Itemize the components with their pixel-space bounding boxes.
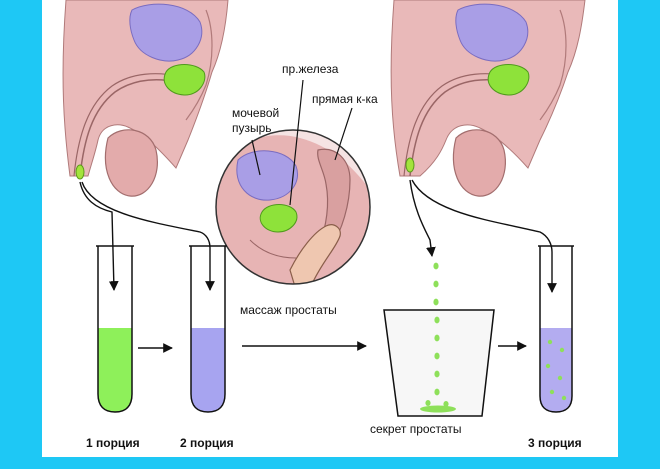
inset-bladder — [236, 150, 298, 201]
right-urethra-opening — [405, 157, 415, 173]
label-massage: массаж простаты — [240, 303, 337, 317]
label-portion-1: 1 порция — [86, 436, 140, 450]
label-portion-2: 2 порция — [180, 436, 234, 450]
collection-cup — [383, 309, 495, 417]
cup-body — [383, 309, 495, 417]
left-urethra-opening — [75, 164, 85, 180]
label-prostate-gland: пр.железа — [282, 62, 339, 76]
right-testis — [452, 129, 506, 197]
pointer-lines — [251, 79, 353, 206]
right-anatomy — [390, 0, 586, 197]
arrow-to-tube-2 — [81, 181, 215, 291]
label-rectum: прямая к-ка — [312, 92, 378, 106]
left-bladder — [129, 3, 203, 62]
label-secretion: секрет простаты — [370, 422, 462, 436]
right-bladder — [455, 3, 529, 62]
tube-2-outline — [190, 246, 226, 413]
right-prostate — [487, 64, 530, 96]
tube-3-outline — [539, 246, 573, 413]
inset-finger — [289, 224, 341, 284]
arrow-to-cup — [409, 179, 436, 257]
tube-3-drops — [545, 339, 567, 401]
massage-inset — [215, 129, 371, 285]
tube-1-outline — [97, 246, 133, 413]
secretion-drops — [425, 262, 449, 407]
tube-3-fluid — [540, 328, 572, 412]
arrow-to-tube-3 — [411, 179, 557, 293]
cup-sediment — [420, 405, 456, 413]
label-bladder-line1: мочевой — [232, 106, 280, 120]
arrow-to-tube-1 — [79, 181, 119, 291]
test-tube-3 — [538, 245, 574, 413]
test-tube-1 — [96, 245, 134, 413]
tube-1-fluid — [98, 328, 132, 412]
left-testis — [104, 129, 158, 197]
left-prostate — [163, 64, 206, 96]
tube-2-fluid — [191, 328, 225, 412]
test-tube-2 — [189, 245, 227, 413]
label-portion-3: 3 порция — [528, 436, 582, 450]
left-anatomy — [62, 0, 229, 197]
label-bladder-line2: пузырь — [232, 121, 272, 135]
left-urethra — [79, 78, 179, 177]
flow-arrows — [79, 179, 557, 353]
inset-prostate — [259, 204, 298, 233]
right-pelvis-shape — [390, 0, 586, 177]
